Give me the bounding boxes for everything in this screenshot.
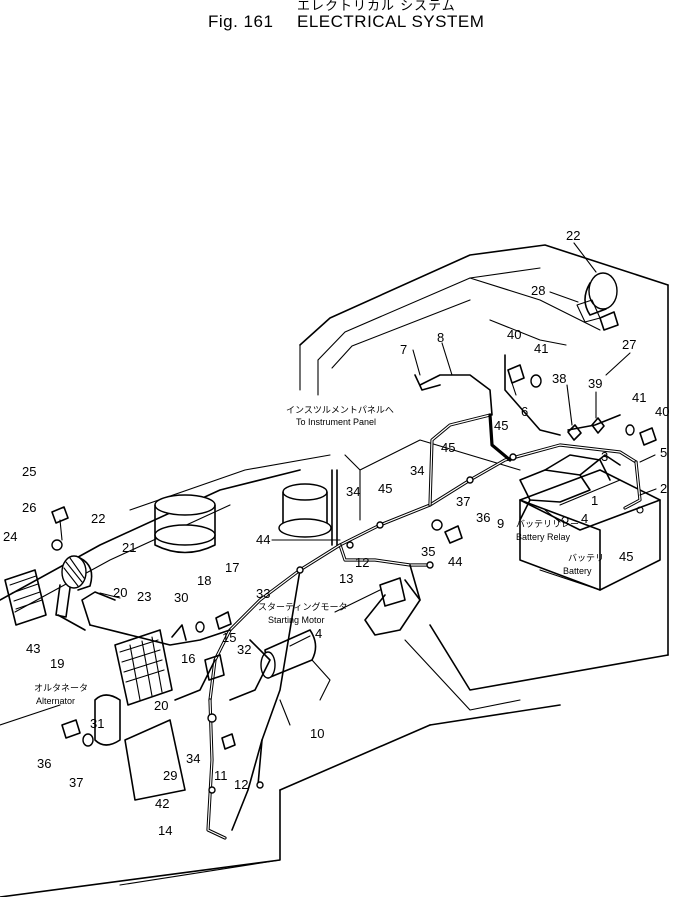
callout: 7	[400, 342, 407, 357]
figure-number: Fig. 161	[208, 12, 273, 31]
callout: 9	[497, 516, 504, 531]
title-block: エレクトリカル システム Fig. 161 ELECTRICAL SYSTEM	[208, 0, 484, 31]
callout: 34	[410, 463, 424, 478]
label-battery-en: Battery	[563, 566, 592, 576]
title-japanese: エレクトリカル システム	[297, 0, 456, 14]
callout: 12	[234, 777, 248, 792]
callout: 23	[137, 589, 151, 604]
callout: 20	[113, 585, 127, 600]
label-alternator-jp: オルタネータ	[34, 683, 88, 693]
wire-harness	[57, 354, 642, 840]
alternator	[94, 629, 186, 801]
callout: 22	[566, 228, 580, 243]
label-starting-motor-jp: スターティングモータ	[258, 601, 347, 612]
callout: 40	[655, 404, 669, 419]
muffler	[278, 483, 332, 538]
callout: 28	[531, 283, 545, 298]
callout: 17	[225, 560, 239, 575]
label-alternator-en: Alternator	[36, 696, 75, 706]
callout: 34	[346, 484, 360, 499]
battery	[519, 469, 661, 591]
title-english: ELECTRICAL SYSTEM	[297, 12, 484, 31]
callout: 41	[632, 390, 646, 405]
callout: 21	[122, 540, 136, 555]
callout: 1	[591, 493, 598, 508]
callout: 2	[660, 481, 667, 496]
callout: 30	[174, 590, 188, 605]
label-instrument-panel-jp: インスツルメントパネルへ	[286, 405, 394, 415]
callout: 43	[26, 641, 40, 656]
callout: 37	[69, 775, 83, 790]
callout: 44	[256, 532, 270, 547]
callout: 22	[91, 511, 105, 526]
callout: 4	[581, 511, 588, 526]
callout: 36	[37, 756, 51, 771]
label-starting-motor-en: Starting Motor	[268, 615, 325, 625]
part-callouts: 22 28 40 41 27 7 8 38 39 41 40 6 45 45 3…	[3, 228, 669, 838]
callout: 25	[22, 464, 36, 479]
label-battery-relay-jp: バッテリリレー	[516, 519, 579, 529]
callout: 5	[660, 445, 667, 460]
callout: 12	[355, 555, 369, 570]
callout: 4	[315, 626, 322, 641]
air-cleaner	[154, 494, 216, 554]
callout: 3	[601, 449, 608, 464]
front-grille	[4, 569, 47, 626]
callout: 6	[521, 404, 528, 419]
callout: 40	[507, 327, 521, 342]
callout: 32	[237, 642, 251, 657]
callout: 33	[256, 586, 270, 601]
callout: 29	[163, 768, 177, 783]
callout: 45	[494, 418, 508, 433]
leader-lines	[99, 242, 657, 726]
callout: 27	[622, 337, 636, 352]
callout: 45	[378, 481, 392, 496]
callout: 20	[154, 698, 168, 713]
callout: 13	[339, 571, 353, 586]
callout: 31	[90, 716, 104, 731]
callout: 35	[421, 544, 435, 559]
callout: 44	[448, 554, 462, 569]
callout: 18	[197, 573, 211, 588]
hardware	[51, 364, 657, 794]
label-instrument-panel-en: To Instrument Panel	[296, 417, 376, 427]
callout: 39	[588, 376, 602, 391]
callout: 38	[552, 371, 566, 386]
callout: 45	[441, 440, 455, 455]
callout: 45	[619, 549, 633, 564]
callout: 11	[214, 768, 228, 783]
callout: 15	[222, 630, 236, 645]
callout: 10	[310, 726, 324, 741]
callout: 42	[155, 796, 169, 811]
rear-work-lamp	[576, 272, 619, 331]
callout: 16	[181, 651, 195, 666]
component-labels: インスツルメントパネルへ To Instrument Panel スターティング…	[34, 405, 604, 706]
callout: 26	[22, 500, 36, 515]
machine-body-outline	[0, 244, 669, 897]
callout: 41	[534, 341, 548, 356]
label-battery-jp: バッテリ	[568, 553, 604, 563]
callout: 14	[158, 823, 172, 838]
callout: 37	[456, 494, 470, 509]
callout: 8	[437, 330, 444, 345]
callout: 24	[3, 529, 17, 544]
callout: 19	[50, 656, 64, 671]
label-battery-relay-en: Battery Relay	[516, 532, 571, 542]
callout: 34	[186, 751, 200, 766]
callout: 36	[476, 510, 490, 525]
